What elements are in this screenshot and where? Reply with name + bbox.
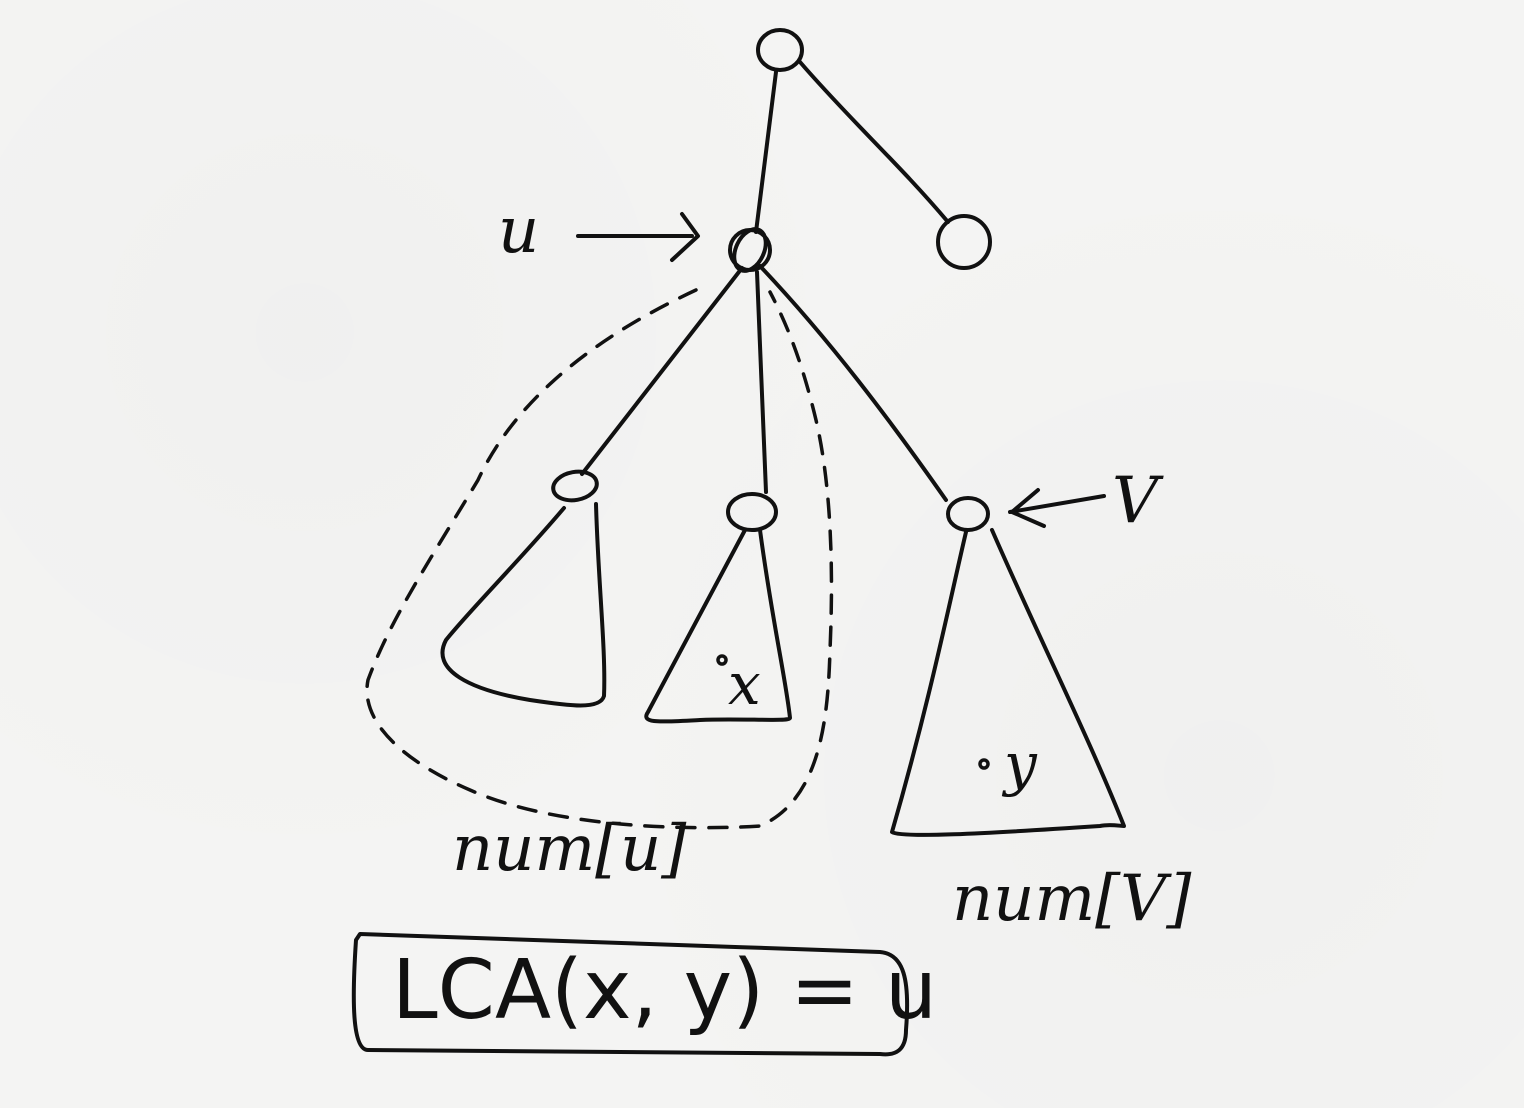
- v-arrow: [1008, 494, 1106, 514]
- edge-root-to-u: [754, 70, 778, 234]
- edge-u-to-middle-child: [755, 270, 768, 494]
- u-pointer-label: u: [498, 194, 539, 268]
- middle-child-node: [726, 492, 778, 532]
- y-marker: [978, 758, 990, 770]
- right-child-node: [936, 214, 992, 270]
- num-u-label: num[u]: [452, 812, 687, 886]
- node-u-outline: [732, 227, 768, 273]
- x-label: x: [728, 650, 761, 718]
- result-label: LCA(x, y) = u: [392, 943, 937, 1038]
- num-u-region: [365, 288, 834, 830]
- edge-u-to-left-child: [580, 266, 744, 476]
- root-node: [756, 28, 804, 72]
- middle-subtree: [644, 528, 792, 724]
- result-box: [351, 932, 910, 1057]
- edge-root-to-right-child: [798, 60, 950, 224]
- v-pointer-label: V: [1112, 464, 1164, 538]
- left-subtree: [440, 502, 607, 708]
- v-subtree: [890, 528, 1126, 837]
- node-v: [946, 496, 990, 532]
- y-label: y: [1001, 730, 1038, 798]
- edge-u-to-v: [758, 264, 948, 502]
- x-marker: [716, 654, 728, 666]
- v-arrowhead: [1010, 488, 1046, 528]
- num-v-label: num[V]: [952, 862, 1192, 936]
- u-arrowhead: [670, 212, 700, 262]
- left-child-node: [551, 469, 599, 503]
